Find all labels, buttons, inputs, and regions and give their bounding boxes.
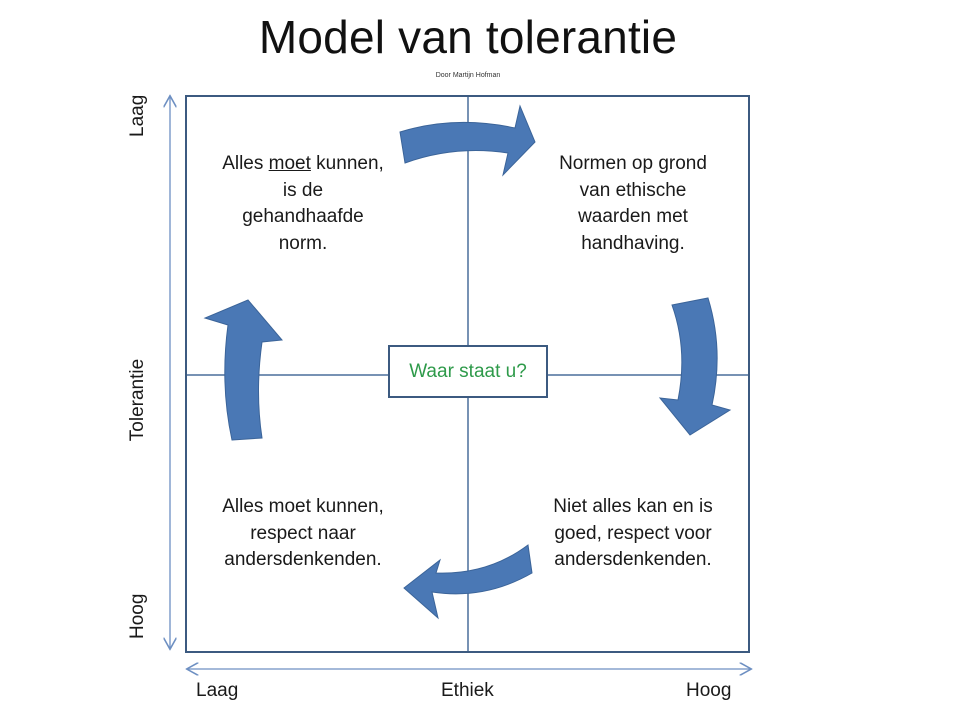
- y-axis-bottom-label: Hoog: [127, 593, 148, 639]
- diagram-title: Model van tolerantie: [258, 11, 678, 63]
- center-question-box: Waar staat u?: [388, 345, 548, 398]
- quadrant-top-left-text: Alles moet kunnen, is de gehandhaafde no…: [222, 153, 384, 254]
- underlined-word: moet: [268, 153, 311, 174]
- diagram-subtitle: Door Martijn Hofman: [435, 72, 501, 79]
- cycle-arrow-bottom-icon: [403, 544, 533, 620]
- x-axis-right-label: Hoog: [686, 680, 732, 701]
- y-axis-name: Tolerantie: [127, 358, 148, 442]
- cycle-arrow-left-icon: [203, 299, 283, 441]
- x-axis-name: Ethiek: [441, 680, 494, 701]
- x-axis-left-label: Laag: [196, 680, 239, 701]
- quadrant-top-right-text: Normen op grond van ethische waarden met…: [559, 153, 707, 254]
- quadrant-bottom-left-text: Alles moet kunnen, respect naar andersde…: [222, 496, 384, 570]
- diagram-frame: [185, 95, 750, 653]
- cycle-arrow-top-icon: [399, 104, 536, 177]
- cycle-arrow-right-icon: [658, 297, 732, 436]
- quadrant-bottom-right-text: Niet alles kan en is goed, respect voor …: [553, 496, 713, 570]
- y-axis-top-label: Laag: [127, 94, 148, 137]
